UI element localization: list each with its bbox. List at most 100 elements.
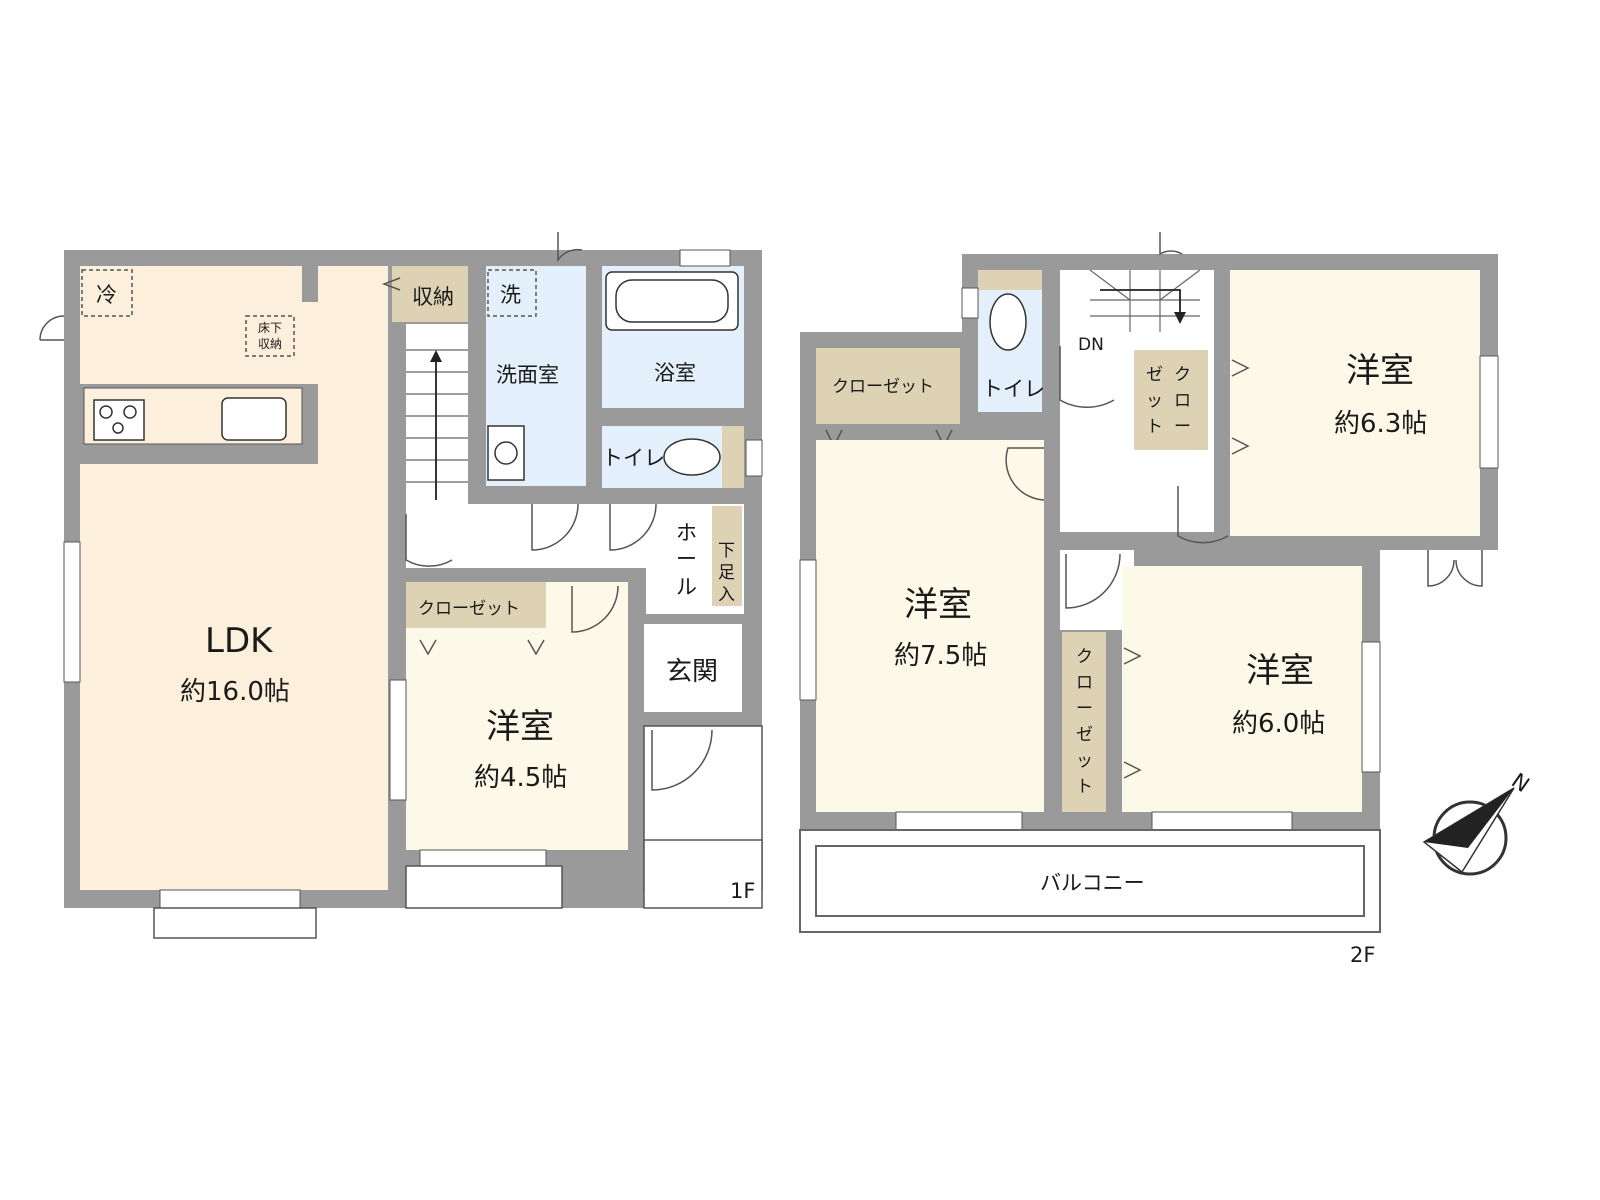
shoe-storage-label-3: 入: [718, 585, 735, 605]
door-swing: [1123, 647, 1142, 779]
stair-steps: [406, 349, 468, 483]
western-room-b: [1230, 270, 1480, 536]
window: [1479, 355, 1499, 469]
western-room-c: [1122, 566, 1362, 812]
washing-machine-space: [487, 269, 537, 317]
entrance-label: 玄関: [666, 657, 718, 687]
step: [405, 865, 563, 909]
closet-small-b-1: ク: [1174, 365, 1191, 385]
toilet-tank-2f: [978, 270, 1042, 290]
hallway-2f: [1060, 550, 1134, 630]
window: [895, 811, 1023, 831]
closet-small-b-3: ー: [1174, 417, 1191, 437]
door-swing: [1159, 232, 1183, 256]
closet-small-a-2: ッ: [1146, 391, 1163, 411]
wash-basin-icon: [487, 425, 525, 481]
toilet-tank: [722, 426, 744, 488]
stove-icon: [93, 399, 145, 441]
western-room-a-size: 約7.5帖: [894, 641, 987, 671]
window: [389, 679, 407, 801]
door-swing: [39, 315, 65, 341]
sink-icon: [221, 397, 287, 441]
underfloor-storage-label-1: 床下: [258, 321, 282, 335]
closet-2f-small: [1134, 350, 1208, 450]
closet-1f: [406, 582, 546, 628]
door-swing: [1059, 346, 1115, 408]
compass: N: [1422, 768, 1534, 876]
window: [1361, 641, 1381, 773]
porch-step: [643, 839, 763, 909]
closet-small-b-2: ロ: [1174, 391, 1191, 411]
underfloor-storage-label-2: 収納: [258, 337, 282, 351]
closet-2f-vertical: [1062, 632, 1106, 812]
staircase: [406, 324, 468, 504]
fridge-label: 冷: [96, 283, 117, 307]
second-floor: クローゼット トイレ DN ゼ ッ ト ク ロ ー: [799, 232, 1499, 967]
toilet-2f-label: トイレ: [982, 377, 1045, 401]
balcony-label: バルコニー: [1040, 871, 1145, 895]
closet-vertical-6: ト: [1076, 777, 1093, 797]
first-floor-label: 1F: [730, 879, 755, 903]
door-swing: [609, 503, 657, 551]
hall-label-2: ー: [676, 547, 697, 571]
toilet-icon: [663, 438, 721, 476]
stairs-down-label: DN: [1078, 335, 1104, 355]
pillar: [302, 266, 318, 302]
washing-machine-label: 洗: [500, 283, 521, 307]
closet-2f-top: [816, 348, 960, 424]
entrance: [644, 624, 742, 712]
storage-room: [392, 266, 468, 322]
closet-vertical-5: ッ: [1076, 751, 1093, 771]
western-room-c-size: 約6.0帖: [1232, 709, 1325, 739]
closet-vertical-3: ー: [1076, 699, 1093, 719]
western-room-c-name: 洋室: [1246, 651, 1314, 691]
western-room-b-name: 洋室: [1346, 351, 1414, 391]
hallway: [406, 504, 650, 568]
closet-2f-top-label: クローゼット: [832, 377, 934, 397]
door-swing: [405, 514, 453, 567]
western-room-a-name: 洋室: [904, 585, 972, 625]
washroom-label: 洗面室: [496, 363, 559, 387]
ldk-name: LDK: [205, 621, 274, 661]
underfloor-storage-box: [245, 315, 295, 357]
stair-arrow-head: [430, 350, 442, 362]
closet-1f-label: クローゼット: [418, 599, 520, 619]
shoe-storage: [712, 506, 742, 606]
ldk-size: 約16.0帖: [180, 677, 290, 707]
stair-arrow-icon: [1100, 289, 1181, 316]
door-swing: [651, 729, 713, 791]
balcony-inner: [815, 845, 1365, 917]
closet-small-a-1: ゼ: [1146, 365, 1163, 385]
hall-label-3: ル: [676, 575, 697, 599]
door-swing: [1065, 553, 1121, 609]
storage-label: 収納: [412, 285, 454, 309]
window: [961, 287, 979, 319]
door-swing: [1231, 359, 1250, 455]
toilet-label: トイレ: [602, 446, 665, 470]
closet-small-a-3: ト: [1146, 417, 1163, 437]
second-floor-label: 2F: [1350, 943, 1375, 967]
window: [159, 889, 301, 909]
window: [419, 849, 547, 867]
bathroom-label: 浴室: [654, 361, 696, 385]
bay-window: [153, 907, 317, 939]
door-swing: [419, 639, 545, 656]
first-floor: 冷 床下 収納 LDK 約16.0帖 収納 UP: [39, 232, 763, 939]
ldk-area: [80, 266, 388, 890]
door-swing: [381, 277, 401, 291]
door-swing: [1177, 486, 1229, 544]
western-room-b-size: 約6.3帖: [1334, 409, 1427, 439]
toilet-icon: [989, 293, 1027, 351]
door-swing: [531, 503, 579, 551]
western-room-1f-size: 約4.5帖: [474, 763, 567, 793]
window: [745, 439, 763, 477]
shoe-storage-label-1: 下: [718, 541, 735, 561]
window: [1151, 811, 1293, 831]
door-swing: [1005, 447, 1045, 501]
western-room-a: [816, 440, 1044, 812]
north-arrow-fill: [1424, 788, 1514, 848]
door-swing: [571, 585, 619, 633]
closet-vertical-4: ゼ: [1076, 725, 1093, 745]
door-swing: [1427, 550, 1483, 587]
